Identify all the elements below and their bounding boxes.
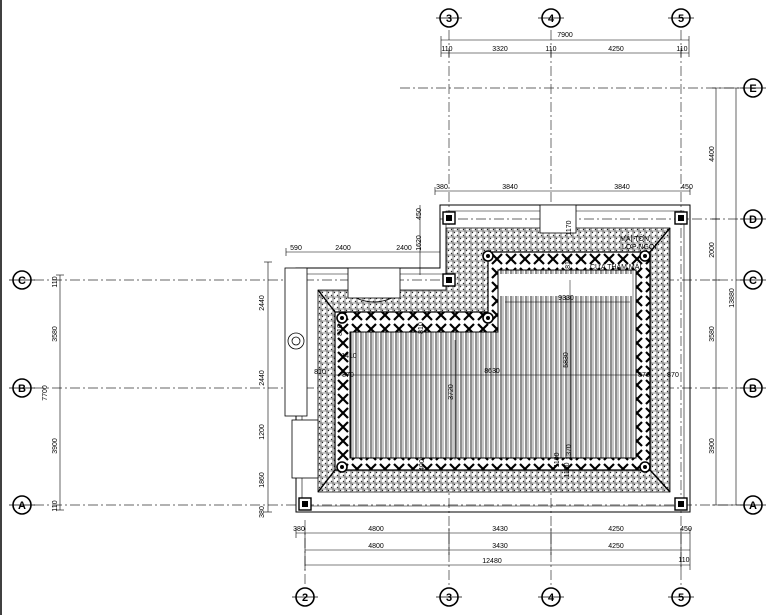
roof-notes: CỬA THAM MÁI MÁI TÔN LỢP NGÓI	[590, 234, 656, 271]
dim-bottom1-2: 4800	[368, 526, 384, 533]
axis-label: 2	[302, 592, 308, 604]
axis-bubble-right-e: E	[740, 78, 766, 98]
dim-left-small-1: 450	[416, 208, 423, 220]
roof-note-label: CỬA THAM MÁI	[590, 262, 641, 271]
mini-note-1: MÁI TÔN	[620, 234, 649, 243]
dim-int-2: 8630	[484, 368, 500, 375]
dim-int-7: 1100	[564, 462, 571, 477]
axis-bubble-right-c: C	[740, 270, 766, 290]
dim-top-total: 7900	[557, 32, 573, 39]
dim-bottom2-4: 110	[678, 557, 689, 564]
axis-label: 5	[678, 13, 684, 25]
axis-bubble-top-5: 5	[668, 8, 694, 28]
dim-bottom1-4: 4250	[608, 526, 624, 533]
left-dimensions	[56, 205, 421, 513]
axis-bubble-left-a: A	[9, 495, 35, 515]
dim-bottom2-2: 3430	[492, 543, 508, 550]
axis-label: B	[18, 383, 26, 395]
dim-left-top-3: 2400	[396, 245, 412, 252]
dim-int-12: 810	[337, 324, 344, 336]
axis-label: 3	[446, 592, 452, 604]
dim-bottom1-5: 450	[680, 526, 692, 533]
axis-bubble-top-3: 3	[436, 8, 462, 28]
dim-right-part-3: 3580	[709, 326, 716, 342]
dim-top-2: 3320	[492, 46, 508, 53]
dim-right-part-4: 3900	[709, 438, 716, 454]
dim-int-3: 5830	[563, 352, 570, 368]
dim-bottom2-1: 4800	[368, 543, 384, 550]
dim-left-part-1: 110	[52, 276, 59, 287]
axis-label: B	[749, 383, 757, 395]
dim-bottom-total: 12480	[482, 558, 502, 565]
dim-left-inner-4: 1860	[259, 472, 266, 488]
axis-bubble-bottom-4: 4	[538, 587, 564, 607]
right-dimensions	[712, 87, 740, 506]
axis-bubble-right-a: A	[740, 495, 766, 515]
dim-right-part-2: 2000	[709, 242, 716, 258]
axis-label: 3	[446, 13, 452, 25]
axis-label: 4	[548, 592, 555, 604]
axis-label: 5	[678, 592, 684, 604]
axis-bubble-top-4: 4	[538, 8, 564, 28]
axis-bubble-bottom-3: 3	[436, 587, 462, 607]
dim-left-small-3: 1170	[566, 220, 573, 235]
dim-int-5: 810	[565, 257, 572, 269]
dim-roof-3: 3840	[614, 184, 630, 191]
dim-int-10: 810	[314, 369, 326, 376]
axis-label: E	[749, 83, 756, 95]
dim-int-14: 400	[419, 459, 426, 471]
dim-int-13: 810	[418, 322, 425, 334]
dim-left-inner-3: 1200	[259, 424, 266, 440]
top-dimensions	[285, 36, 691, 256]
axis-bubble-right-b: B	[740, 378, 766, 398]
dim-int-8: 870	[342, 372, 354, 379]
dim-bottom1-1: 380	[293, 526, 305, 533]
dim-int-1: 9330	[558, 295, 574, 302]
dim-left-part-2: 3580	[52, 326, 59, 342]
dim-bottom1-3: 3430	[492, 526, 508, 533]
dim-int-11: 870	[667, 372, 679, 379]
dim-right-overall: 13880	[729, 288, 736, 308]
dim-left-overall: 7700	[42, 385, 49, 401]
bottom-dimensions	[295, 528, 691, 570]
dim-int-6: 1370	[566, 444, 573, 460]
dim-int-9: 870	[638, 372, 650, 379]
dim-right-part-1: 4400	[709, 146, 716, 162]
mini-note-2: LỢP NGÓI	[622, 242, 656, 251]
dim-left-part-3: 3900	[52, 438, 59, 454]
dim-top-1: 110	[441, 46, 452, 53]
axis-label: C	[749, 275, 757, 287]
axis-bubble-bottom-5: 5	[668, 587, 694, 607]
axis-label: C	[18, 275, 26, 287]
roof-plan	[284, 204, 691, 513]
axis-bubble-bottom-2: 2	[292, 587, 318, 607]
dim-roof-1: 380	[436, 184, 448, 191]
dimension-texts: 7900 110 3320 110 4250 110 380 3840 3840…	[42, 32, 736, 565]
dim-left-inner-1: 2440	[259, 295, 266, 311]
dim-top-5: 110	[676, 46, 687, 53]
dim-int-4: 3720	[448, 384, 455, 400]
axis-bubbles: 3 4 5 2 3 4 5	[9, 8, 766, 607]
dim-top-4: 4250	[608, 46, 624, 53]
dim-int-15: 1410	[341, 353, 357, 360]
dim-left-inner-2: 2440	[259, 370, 266, 386]
dim-roof-4: 450	[681, 184, 693, 191]
dim-bottom2-3: 4250	[608, 543, 624, 550]
dim-left-top-1: 590	[290, 245, 302, 252]
dim-left-top-2: 2400	[335, 245, 351, 252]
axis-bubble-right-d: D	[740, 209, 766, 229]
axis-label: A	[18, 500, 26, 512]
axis-label: D	[749, 214, 757, 226]
dim-left-inner-5: 380	[259, 506, 266, 518]
dim-left-small-2: 1620	[416, 235, 423, 251]
axis-bubble-left-c: C	[9, 270, 35, 290]
dim-int-16: 1100	[554, 452, 561, 467]
axis-label: 4	[548, 13, 555, 25]
axis-bubble-left-b: B	[9, 378, 35, 398]
dim-left-part-4: 110	[52, 500, 59, 511]
axis-label: A	[749, 500, 757, 512]
dim-roof-2: 3840	[502, 184, 518, 191]
dim-top-3: 110	[545, 46, 556, 53]
